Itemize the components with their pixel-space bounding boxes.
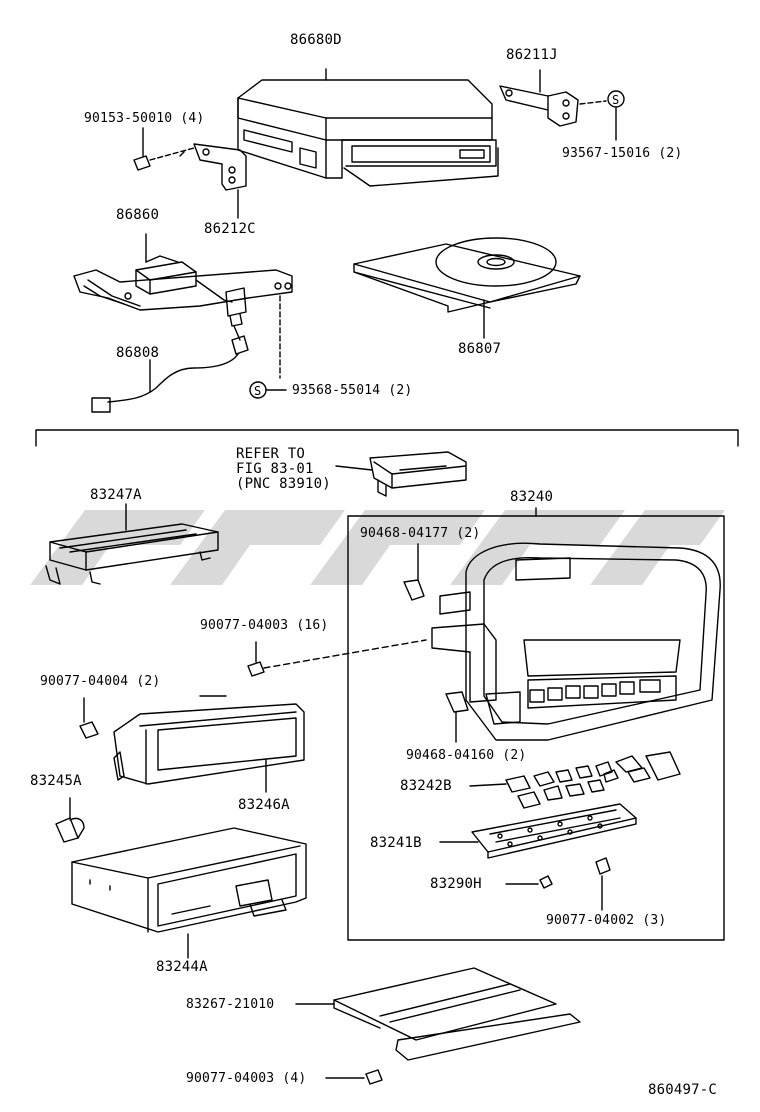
chassis-83244a	[71, 827, 307, 959]
part-label-90077-04003-16: 90077-04003 (16)	[200, 618, 329, 633]
head-unit-86680d	[237, 68, 499, 187]
part-label-90077-04003-4: 90077-04003 (4)	[186, 1071, 307, 1086]
part-label-90077-04002: 90077-04002 (3)	[546, 913, 667, 928]
panel-83247a	[45, 503, 219, 585]
bulb-83290h	[505, 875, 553, 889]
clip-90468-04177	[403, 543, 425, 601]
part-label-83246a: 83246A	[238, 797, 290, 813]
bracket-86212c	[193, 143, 247, 219]
part-label-83267-21010: 83267-21010	[186, 997, 275, 1012]
display-83246a	[113, 703, 305, 793]
part-label-90468-04160: 90468-04160 (2)	[406, 748, 527, 763]
cable-86808: S	[91, 295, 287, 413]
plate-83267	[295, 967, 581, 1061]
svg-text:S: S	[254, 384, 261, 398]
part-label-86211j: 86211J	[506, 47, 558, 63]
screw-90153	[133, 127, 195, 171]
bezel-83240	[431, 542, 721, 741]
clip-90468-04160	[445, 691, 469, 743]
bracket-86211j: S	[499, 69, 625, 141]
bracket-86860	[73, 233, 293, 327]
cross-reference-note: REFER TO FIG 83-01 (PNC 83910)	[236, 446, 331, 492]
part-label-90468-04177: 90468-04177 (2)	[360, 526, 481, 541]
watermark-logo	[30, 510, 725, 585]
part-label-83247a: 83247A	[90, 487, 142, 503]
part-label-83290h: 83290H	[430, 876, 482, 892]
part-label-83240: 83240	[510, 489, 554, 505]
bulb-83245a	[55, 797, 85, 843]
part-label-93568-55014: 93568-55014 (2)	[292, 383, 413, 398]
section-frame	[35, 429, 739, 447]
reference-connector	[335, 451, 467, 497]
board-83241b	[439, 803, 637, 859]
buttons-83242b	[469, 751, 681, 809]
screw-90077-04004	[79, 697, 99, 739]
part-label-86808: 86808	[116, 345, 160, 361]
part-label-90153-50010: 90153-50010 (4)	[84, 111, 205, 126]
screw-90077-04002	[595, 857, 611, 911]
part-label-83242b: 83242B	[400, 778, 452, 794]
part-label-83245a: 83245A	[30, 773, 82, 789]
part-label-93567-15016: 93567-15016 (2)	[562, 146, 683, 161]
part-label-83244a: 83244A	[156, 959, 208, 975]
part-label-86807: 86807	[458, 341, 502, 357]
part-label-86680d: 86680D	[290, 32, 342, 48]
part-label-86860: 86860	[116, 207, 160, 223]
screw-90077-04003-4	[325, 1069, 383, 1085]
disc-tray-86807	[353, 237, 581, 339]
svg-text:S: S	[612, 93, 619, 107]
part-label-86212c: 86212C	[204, 221, 256, 237]
part-label-90077-04004: 90077-04004 (2)	[40, 674, 161, 689]
part-label-83241b: 83241B	[370, 835, 422, 851]
screw-90077-04003-16	[247, 639, 427, 677]
figure-id: 860497-C	[648, 1082, 718, 1098]
